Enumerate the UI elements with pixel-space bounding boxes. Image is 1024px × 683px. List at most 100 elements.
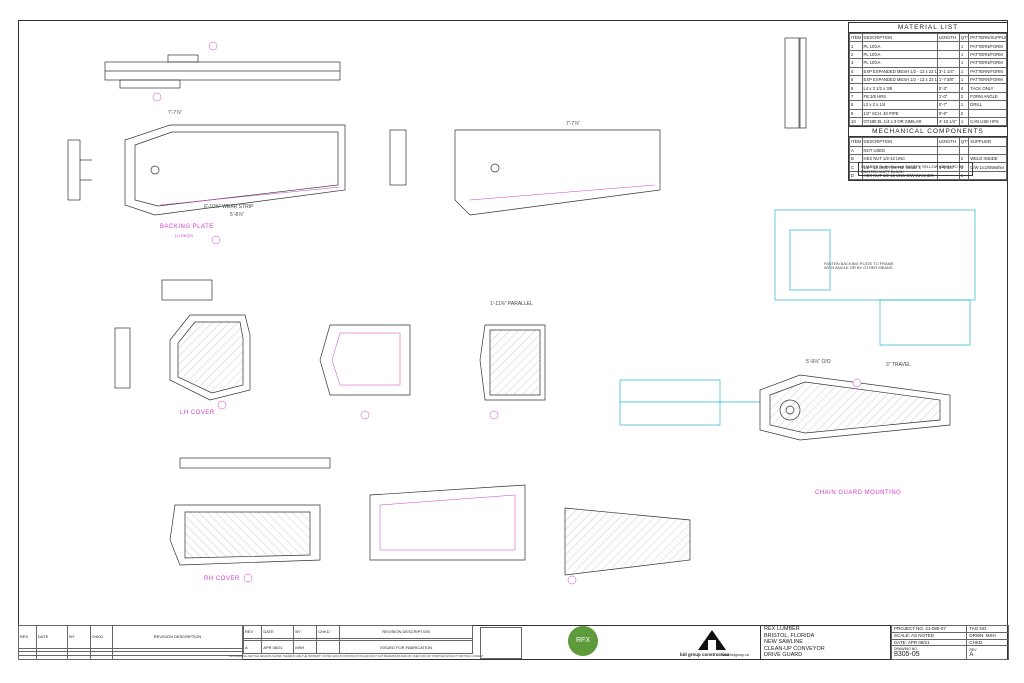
rev-cell	[316, 640, 341, 654]
table-cell: 3	[849, 58, 863, 68]
project-line-3: DRIVE GUARD	[764, 652, 803, 659]
table-cell: C/W 1x1/8Washer	[968, 162, 1007, 172]
rev-cell: ISSUED FOR FABRICATION	[339, 640, 473, 654]
rh-cover-view	[169, 457, 691, 576]
table-cell: DRILL	[968, 100, 1007, 110]
item-balloon	[217, 400, 227, 410]
table-cell: OT480 EL 1/4 x 3 OR SIMILAR	[861, 116, 938, 127]
chain-guard-title: CHAIN GUARD MOUNTING	[815, 490, 902, 496]
dim-oo: 5'-9⅛" O/O	[806, 359, 831, 365]
table-cell: 2	[849, 49, 863, 60]
rfx-logo: RFX	[568, 626, 598, 656]
col-header: QTY	[958, 32, 970, 43]
drawing-no-value: 8305-05	[894, 651, 920, 659]
table-cell: PATTERN/FORM	[968, 58, 1007, 68]
dim-parallel: 1'-11⅜" PARALLEL	[490, 301, 533, 307]
title-block	[18, 625, 1008, 660]
table-cell: 6	[849, 83, 863, 93]
table-cell: 0'-6"	[936, 108, 960, 118]
table-cell: 10	[849, 116, 863, 127]
table-cell	[968, 108, 1007, 118]
dim-overall: 7'-7⅞"	[168, 110, 183, 116]
rev-header: BY	[293, 625, 318, 639]
col-header: ITEM	[849, 32, 863, 43]
table-cell: 8	[849, 100, 863, 110]
project-description: REX LUMBER BRISTOL, FLORIDA NEW SAWLINE …	[760, 625, 890, 660]
paint-note: GUARDS To Be Painted SAFETY YELLOW MESH …	[858, 162, 973, 177]
table-cell: PL 10GA	[861, 49, 938, 60]
item-balloon	[208, 41, 218, 51]
col-header: DESCRIPTION	[861, 32, 938, 43]
table-cell: 1	[958, 116, 970, 127]
bracket-side-view	[389, 129, 407, 186]
drawn-by: DRWN: MSH	[966, 631, 1009, 640]
table-cell: PATTERN/FORM	[968, 41, 1007, 51]
table-cell	[958, 145, 970, 156]
angle-bracket-view	[784, 37, 807, 129]
chain-guard-mounting-view	[759, 374, 951, 441]
item-balloon	[243, 573, 253, 583]
item-balloon	[152, 92, 162, 102]
table-cell	[936, 49, 960, 60]
table-cell: PATTERN/FORM	[968, 66, 1007, 76]
table-cell: 4	[958, 83, 970, 93]
table-cell: A	[849, 145, 863, 156]
rh-cover-title: RH COVER	[204, 576, 240, 582]
backing-left-side	[67, 139, 92, 201]
table-cell: FB 3/8 HRS	[861, 91, 938, 102]
lh-cover-view	[114, 279, 251, 401]
dim-overall-right: 7'-7⅞"	[566, 121, 581, 127]
drawing-sheet	[18, 20, 1008, 660]
rev-header: CHKD	[89, 625, 114, 649]
table-cell: FORM ANGLE	[968, 91, 1007, 102]
table-cell: 2	[958, 91, 970, 102]
table-cell: 1	[958, 74, 970, 85]
engineer-stamp	[480, 627, 522, 659]
table-cell: 4	[849, 66, 863, 76]
table-cell: 7	[849, 91, 863, 102]
table-cell: EXP EXPANDED MESH 1/2 - 13 x 23 1/4	[861, 74, 938, 85]
table-cell: 1	[958, 66, 970, 76]
table-cell: L4 x 3 1/2 x 3/8	[861, 83, 938, 93]
col-header: QTY	[958, 137, 970, 147]
rev-header: REVISION DESCRIPTION	[339, 625, 473, 639]
table-cell: PATTERN/FORM	[968, 74, 1007, 85]
table-cell: 9	[849, 108, 863, 118]
table-cell: 1	[958, 41, 970, 51]
rev-header: BY	[67, 625, 91, 649]
fasten-note: FASTEN BACKING PLATE TO FRAME WITH ANGLE…	[824, 261, 894, 270]
project-line-2: CLEAN-UP CONVEYOR	[764, 645, 825, 652]
mesh-guard-view	[479, 324, 546, 401]
table-cell: 1	[849, 41, 863, 51]
table-cell: 1'-7 3/8"	[936, 74, 960, 85]
rev-header: REVISION DESCRIPTION	[112, 625, 243, 649]
backing-plate-view-2	[454, 129, 661, 216]
table-cell: EXP EXPANDED MESH 1/2 - 13 x 23 1/4	[861, 66, 938, 76]
chain-guard-assembly	[619, 209, 976, 426]
table-cell: PL 10GA	[861, 41, 938, 51]
date: DATE: APR 08/21	[890, 638, 968, 647]
table-cell: 0'-3"	[936, 83, 960, 93]
col-header: SUPPLIER	[968, 137, 1007, 147]
drawing-no-label: DRAWING NO.	[894, 647, 918, 652]
col-header: LENGTH	[936, 32, 960, 43]
project-line-1: NEW SAWLINE	[764, 639, 803, 646]
backing-plate-title: BACKING PLATE	[160, 224, 214, 230]
rev-no: REV A	[966, 645, 1009, 660]
bid-url: www.bidgroup.ca	[722, 653, 749, 657]
table-cell: TACK ONLY	[968, 83, 1007, 93]
material-list-title: MATERIAL LIST	[849, 23, 1007, 33]
rev-header: REV	[242, 625, 263, 639]
revision-table-left: REV DATE BY CHKD REVISION DESCRIPTION	[18, 625, 243, 660]
rev-header: DATE	[261, 625, 295, 639]
rev-label: REV	[969, 647, 977, 652]
table-cell: 5	[849, 74, 863, 85]
